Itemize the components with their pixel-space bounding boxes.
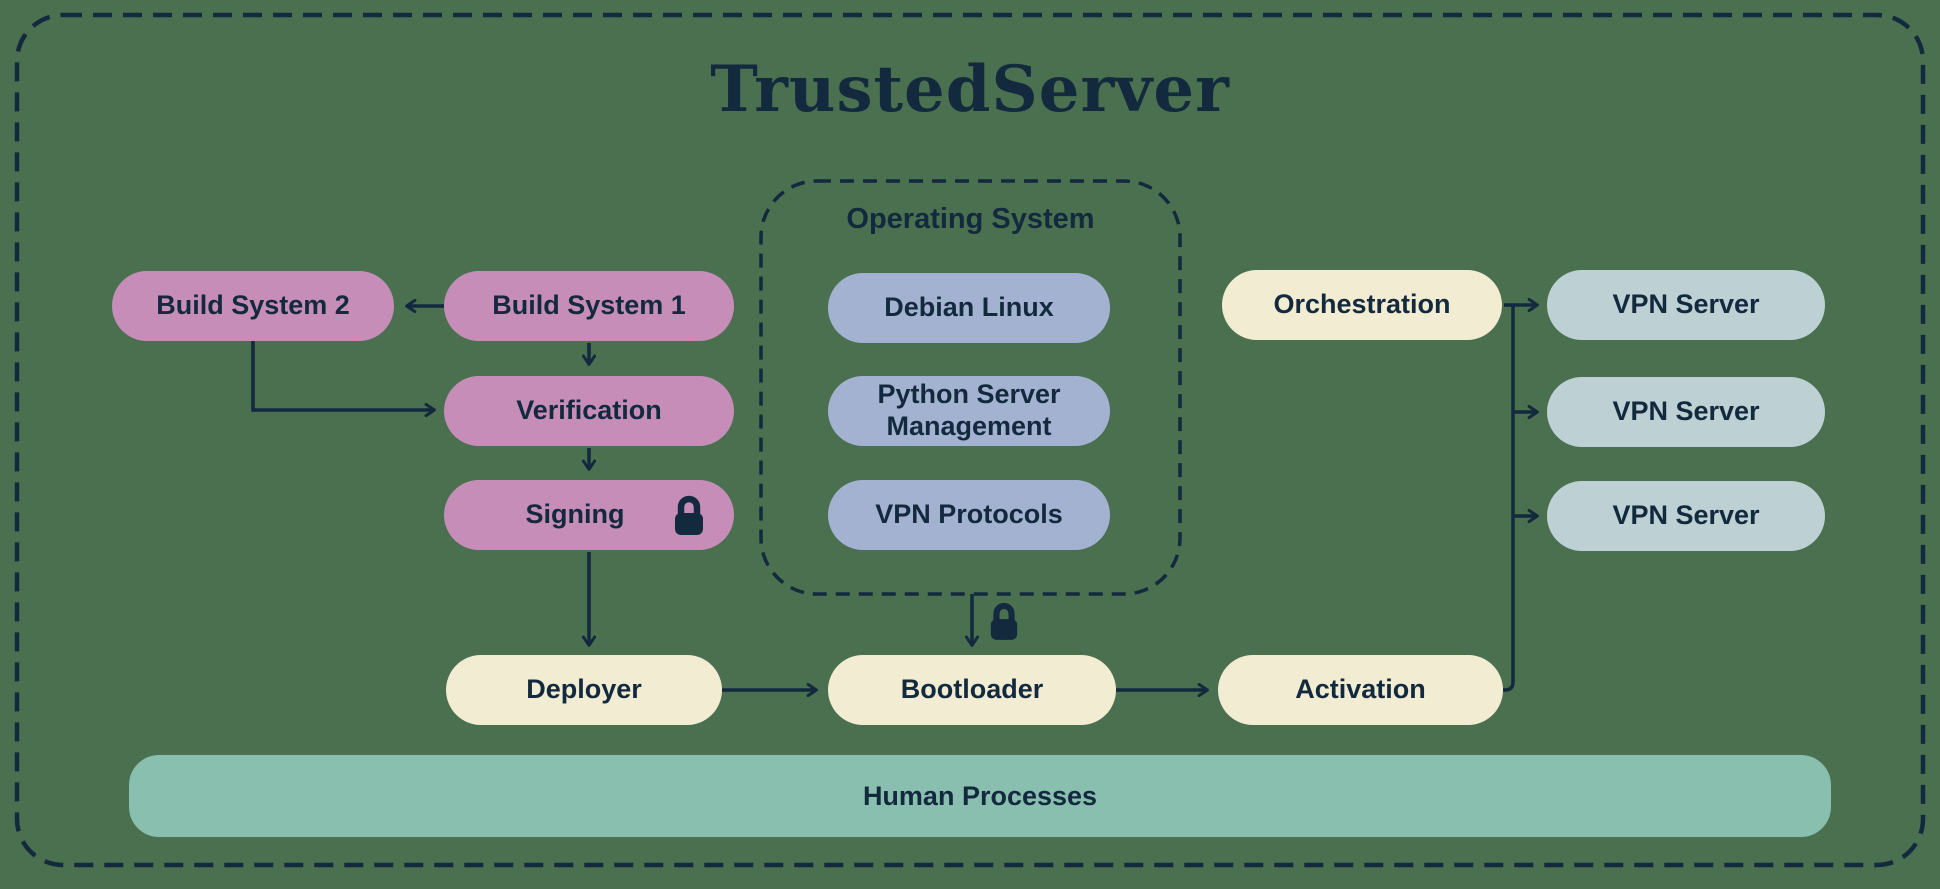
node-vpn-server-2: VPN Server	[1547, 377, 1825, 447]
node-label: Deployer	[526, 674, 642, 705]
human-processes-bar: Human Processes	[129, 755, 1831, 837]
arrow-buildsystem2-to-verification	[251, 341, 434, 410]
node-debian-linux: Debian Linux	[828, 273, 1110, 343]
node-label: VPN Server	[1612, 500, 1760, 531]
node-label: Build System 1	[492, 290, 686, 321]
node-build-system-1: Build System 1	[444, 271, 734, 341]
node-bootloader: Bootloader	[828, 655, 1116, 725]
node-label: Debian Linux	[884, 292, 1054, 323]
node-label: Activation	[1295, 674, 1426, 705]
node-signing: Signing	[444, 480, 734, 550]
node-label: Orchestration	[1273, 289, 1451, 320]
line-activation-to-trunk	[1503, 305, 1515, 692]
node-label: VPN Server	[1612, 396, 1760, 427]
node-deployer: Deployer	[446, 655, 722, 725]
node-verification: Verification	[444, 376, 734, 446]
node-vpn-server-3: VPN Server	[1547, 481, 1825, 551]
node-vpn-server-1: VPN Server	[1547, 270, 1825, 340]
node-activation: Activation	[1218, 655, 1503, 725]
node-label: Python Server Management	[877, 379, 1061, 441]
page-title: TrustedServer	[710, 52, 1230, 127]
lock-icon	[672, 494, 706, 536]
node-vpn-protocols: VPN Protocols	[828, 480, 1110, 550]
node-label: Signing	[525, 499, 625, 530]
node-orchestration: Orchestration	[1222, 270, 1502, 340]
outer-dashed-border	[14, 12, 1926, 868]
lock-icon	[988, 601, 1020, 641]
human-processes-label: Human Processes	[862, 780, 1098, 811]
node-build-system-2: Build System 2	[112, 271, 394, 341]
node-label: Bootloader	[900, 674, 1044, 705]
node-label: VPN Server	[1612, 289, 1760, 320]
node-python-server-management: Python Server Management	[828, 376, 1110, 446]
node-label: VPN Protocols	[875, 499, 1063, 530]
operating-system-title: Operating System	[846, 203, 1095, 235]
node-label: Build System 2	[156, 290, 350, 321]
node-label: Verification	[516, 395, 662, 426]
